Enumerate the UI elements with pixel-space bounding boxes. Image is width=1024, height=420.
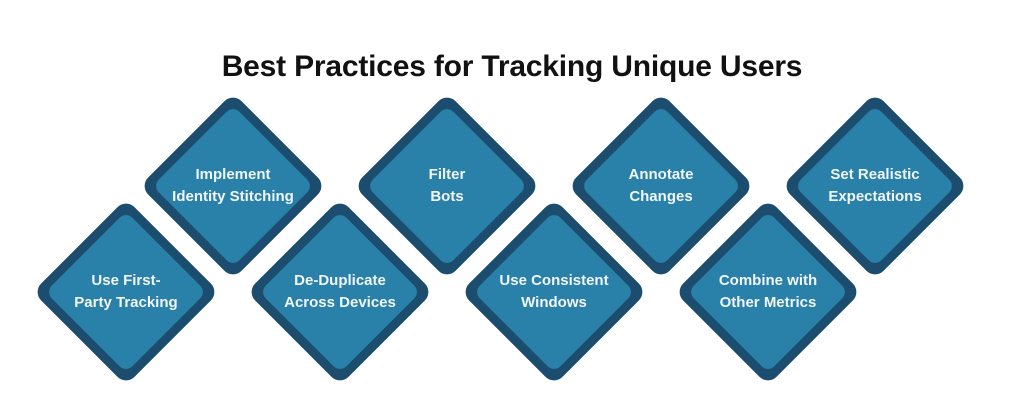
diamond-fill [366, 105, 528, 267]
diamond-node-2[interactable]: Implement Identity Stitching [139, 92, 327, 280]
page-title: Best Practices for Tracking Unique Users [221, 50, 803, 84]
diamond-node-4[interactable]: Filter Bots [353, 92, 541, 280]
diamond-node-6[interactable]: Annotate Changes [567, 92, 755, 280]
diamond-node-8[interactable]: Set Realistic Expectations [781, 92, 969, 280]
diamond-fill [580, 105, 742, 267]
diamond-fill [794, 105, 956, 267]
diamond-fill [152, 105, 314, 267]
